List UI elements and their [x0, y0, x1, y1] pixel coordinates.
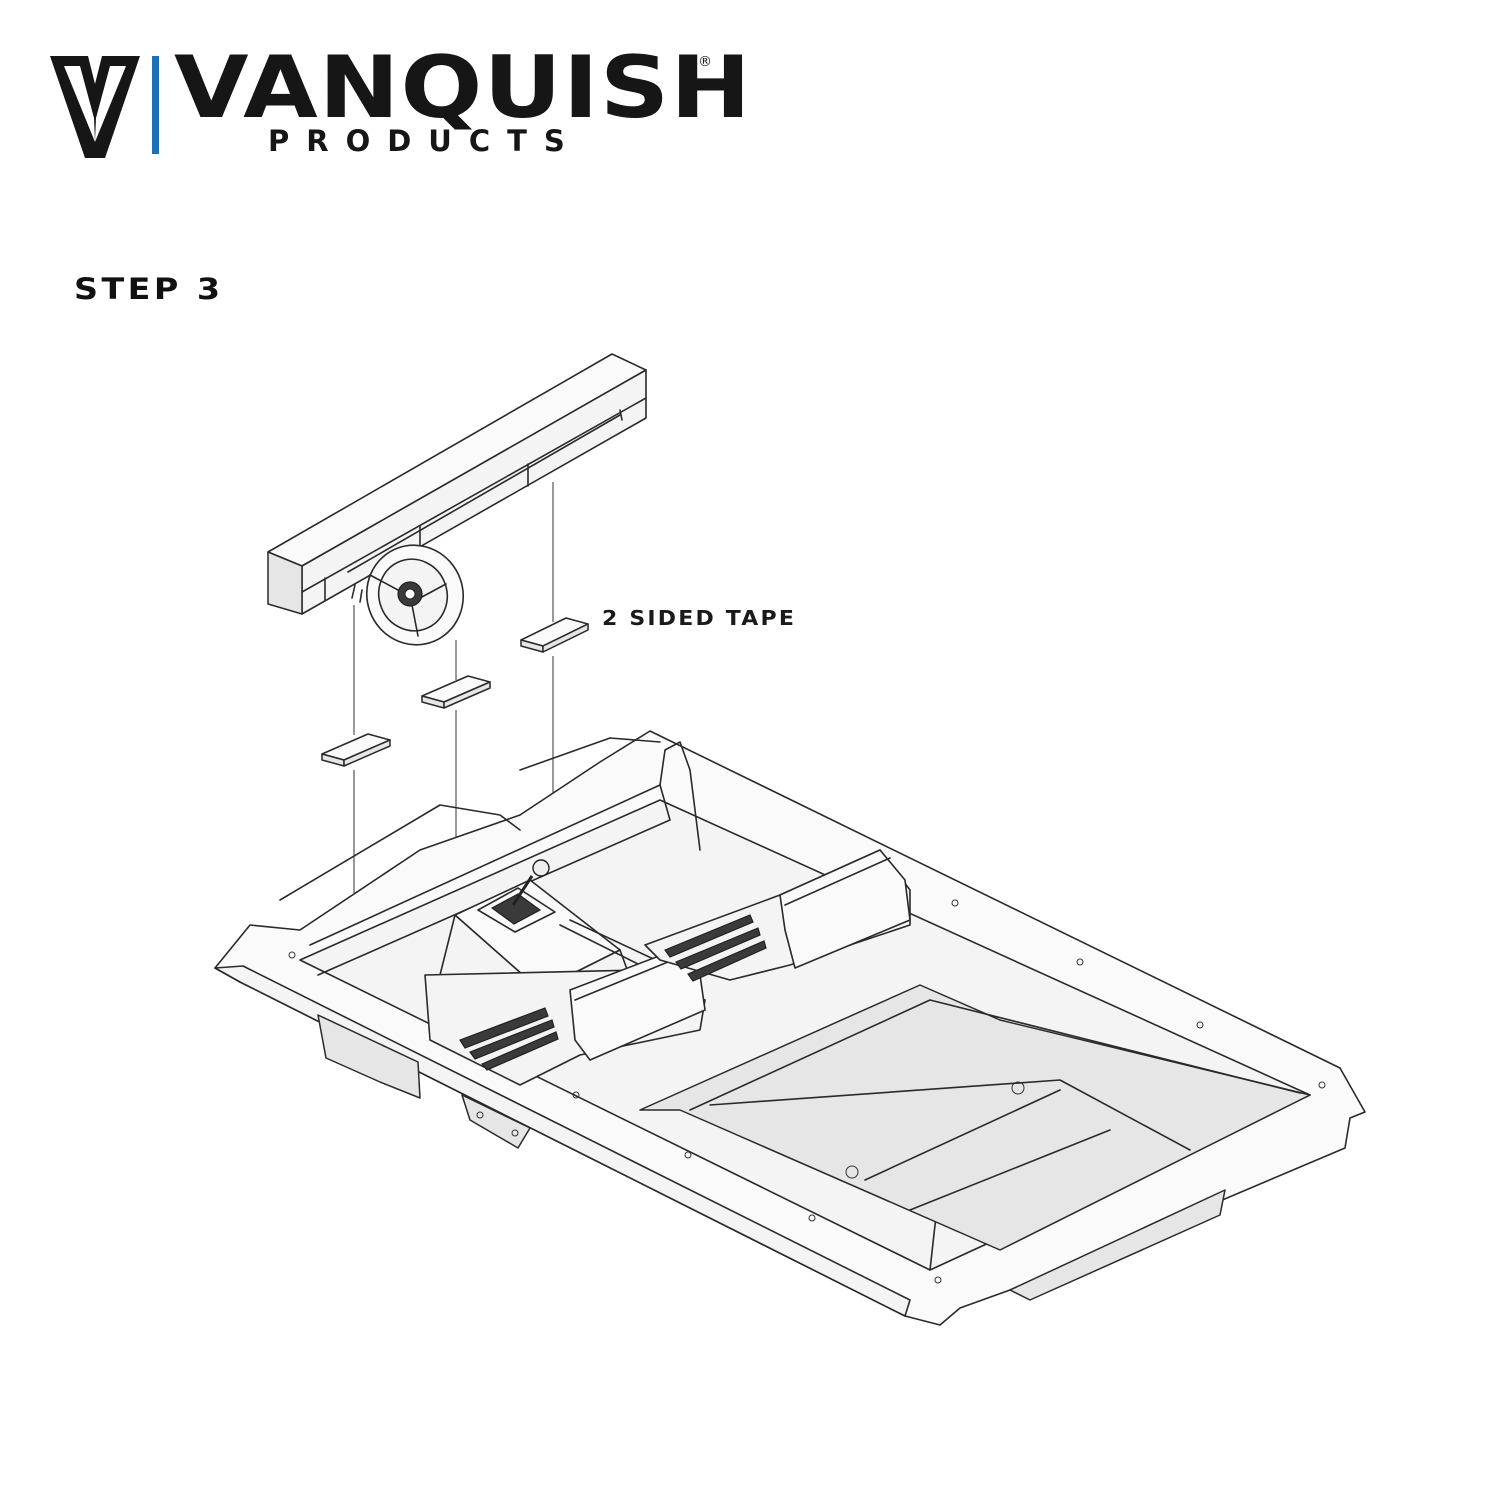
- tape-callout-label: 2 SIDED TAPE: [602, 606, 797, 630]
- rim-screw-holes: [288, 899, 1326, 1284]
- seat-left-part: [424, 947, 706, 1086]
- logo-accent-bar: [152, 56, 159, 154]
- tape-pieces: [321, 617, 589, 767]
- brand-logo: VANQUISH ® PRODUCTS: [50, 38, 751, 160]
- brand-subtitle: PRODUCTS: [268, 124, 582, 158]
- vanquish-v-logo-icon: [50, 56, 140, 158]
- step-heading: STEP 3: [74, 272, 224, 306]
- steering-wheel-icon: [351, 544, 465, 646]
- registered-mark: ®: [698, 54, 712, 70]
- brand-name: VANQUISH: [174, 38, 753, 138]
- seat-right-part: [644, 849, 911, 982]
- body-tub-part: [214, 730, 1366, 1326]
- shifter-icon: [532, 859, 550, 877]
